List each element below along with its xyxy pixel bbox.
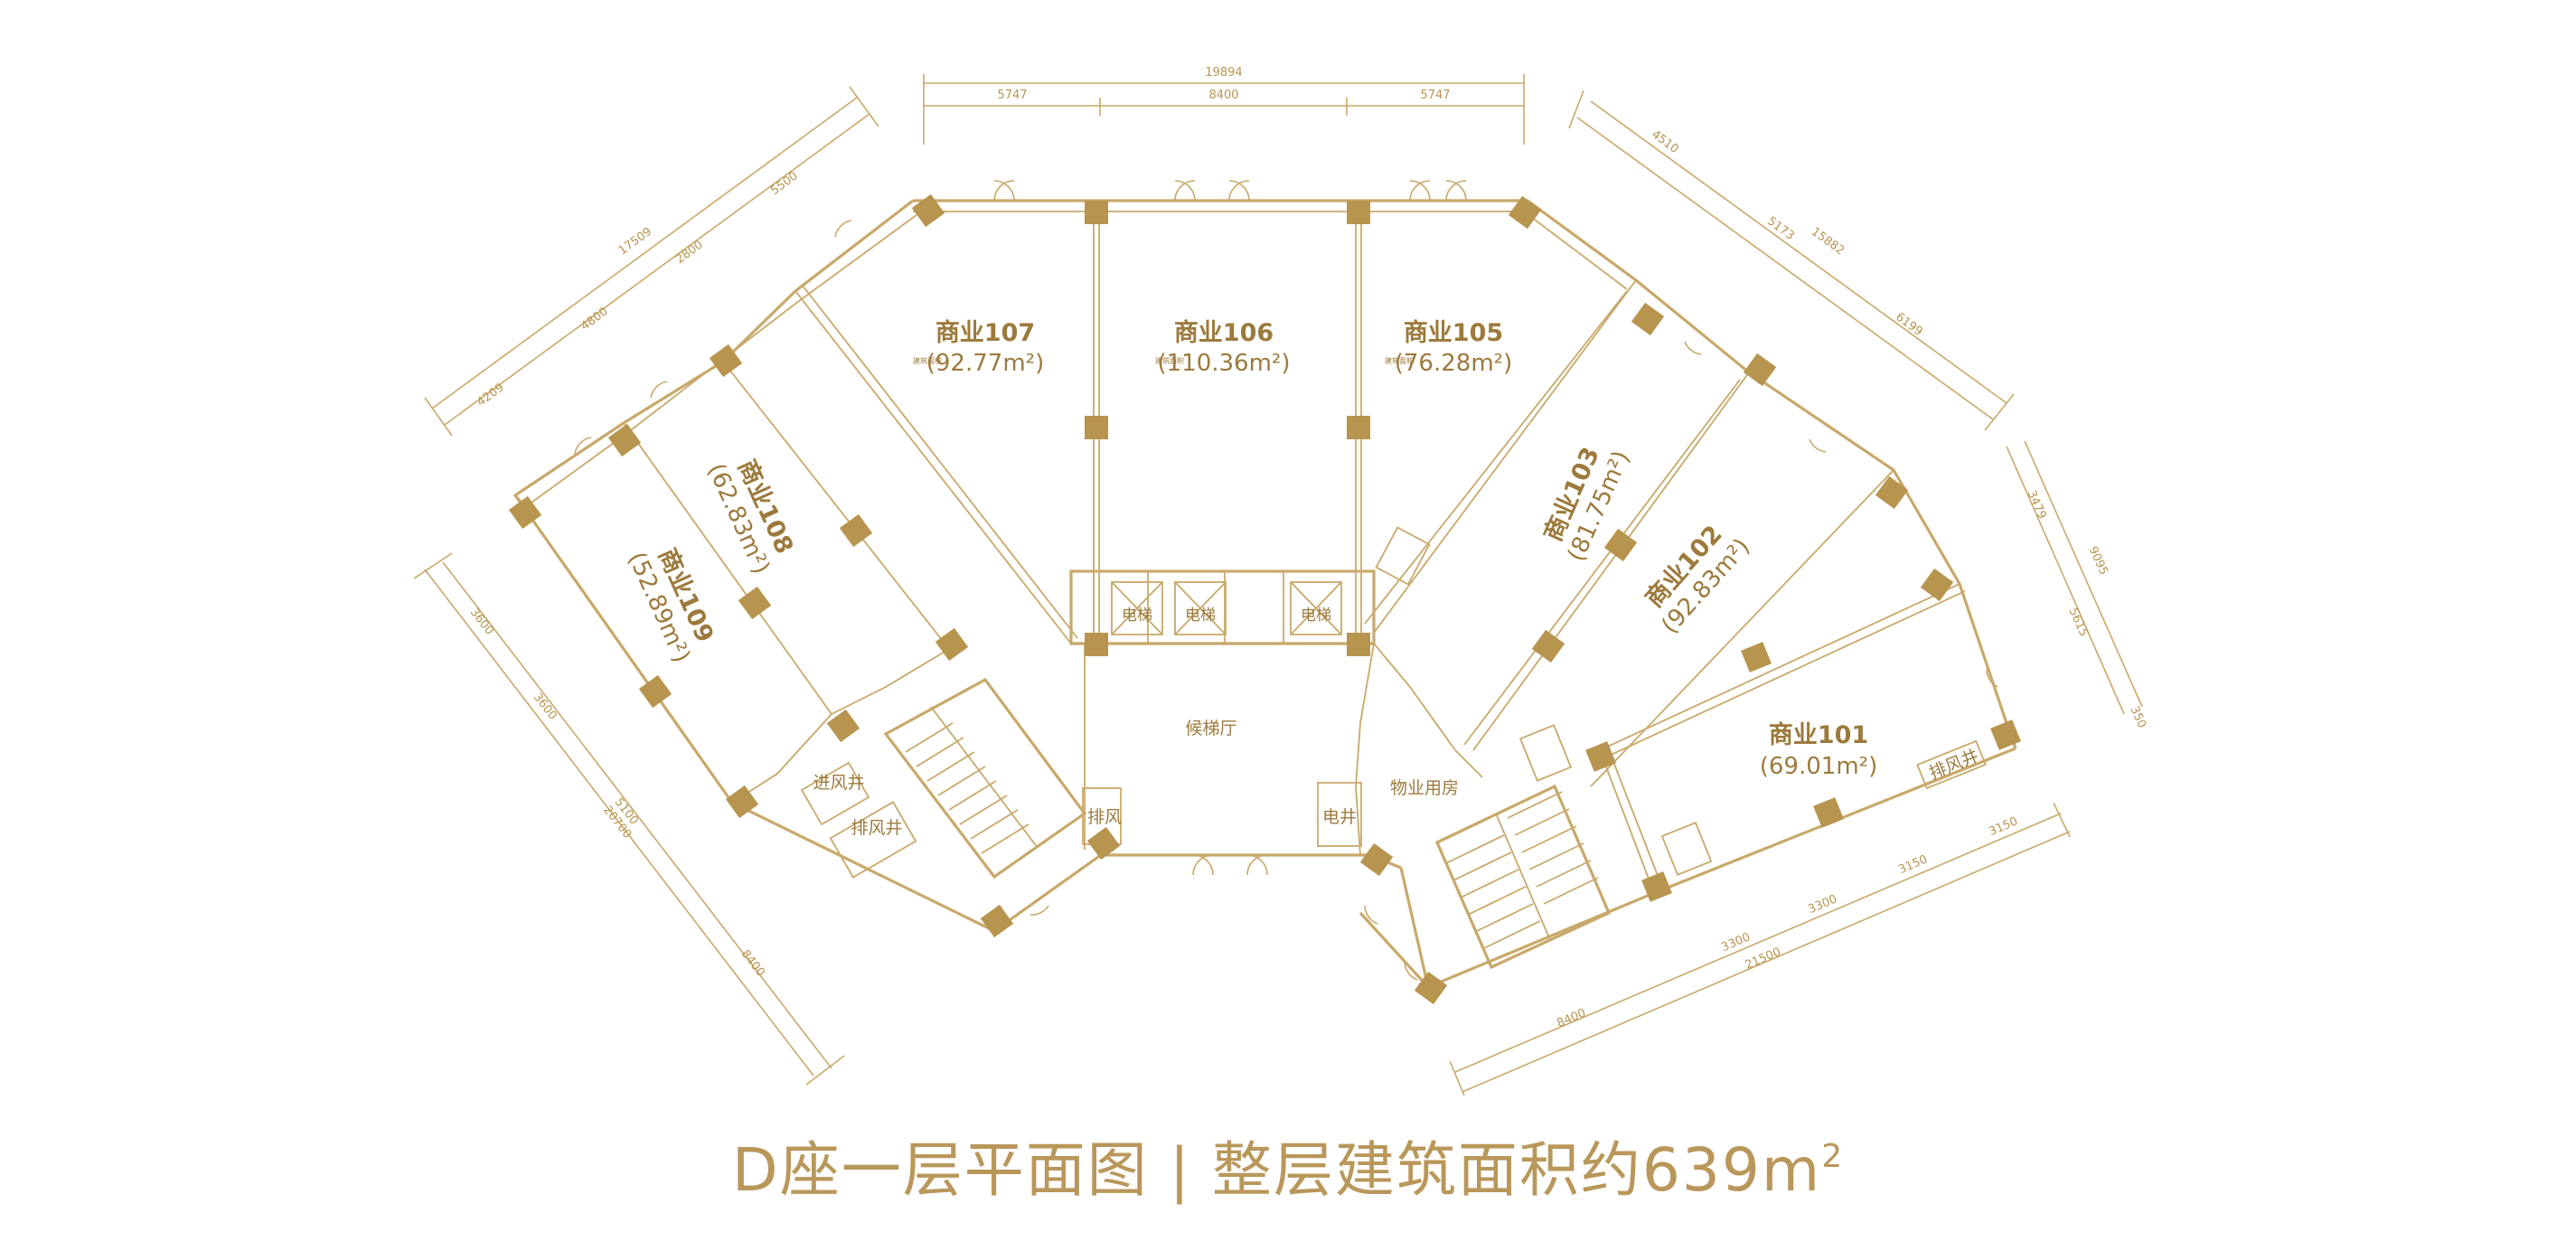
dim-ul-b: 4800 — [578, 305, 611, 334]
room-105-name: 商业105 — [1404, 319, 1503, 347]
room-106-name: 商业106 — [1174, 319, 1274, 347]
room-105-sub: 建筑面积 — [1385, 356, 1414, 365]
building-walls — [512, 199, 2017, 989]
caption-superscript: 2 — [1821, 1138, 1845, 1175]
dimension-top: 19894 5747 8400 5747 — [923, 66, 1525, 145]
dimension-upper-right: 15882 4510 5173 6199 — [1568, 89, 2015, 431]
dim-l-a: 3600 — [467, 606, 496, 637]
dim-r-a: 3479 — [2025, 488, 2049, 521]
elevator-label-2: 电梯 — [1185, 606, 1216, 625]
room-106-sub: 建筑面积 — [1155, 356, 1184, 365]
room-109: 商业109 (52.89m²) — [623, 544, 719, 667]
room-106-area: (110.36m²) — [1157, 350, 1290, 377]
room-107-sub: 建筑面积 — [913, 356, 942, 365]
room-101-area: (69.01m²) — [1760, 753, 1877, 780]
dim-r-total: 9095 — [2086, 544, 2111, 577]
dim-top-a: 5747 — [997, 89, 1027, 102]
dim-b-b: 3300 — [1719, 930, 1752, 954]
elevator-cabins — [1111, 581, 1342, 635]
dim-ul-c: 2800 — [673, 238, 706, 267]
dim-ul-d: 5500 — [768, 169, 801, 198]
room-102: 商业102 (92.83m²) — [1641, 521, 1755, 640]
dim-b-total: 21500 — [1744, 945, 1783, 973]
air-intake-label: 进风井 — [813, 773, 864, 793]
dim-b-e: 3150 — [1987, 814, 2019, 839]
room-105-area: (76.28m²) — [1395, 350, 1512, 377]
elevator-label-3: 电梯 — [1301, 606, 1331, 625]
caption-text: D座一层平面图 | 整层建筑面积约639m — [731, 1135, 1822, 1205]
dim-top-c: 5747 — [1420, 89, 1450, 102]
room-107: 商业107 建筑面积 (92.77m²) — [913, 319, 1044, 377]
property-room-label: 物业用房 — [1390, 778, 1459, 798]
elevator-label-1: 电梯 — [1122, 606, 1152, 625]
dim-ul-total: 17509 — [616, 225, 654, 258]
dim-top-total: 19894 — [1205, 66, 1242, 80]
plan-caption: D座一层平面图 | 整层建筑面积约639m2 — [0, 1141, 2576, 1200]
dim-ur-c: 6199 — [1893, 310, 1925, 339]
dim-b-d: 3150 — [1896, 852, 1929, 877]
dim-ul-a: 4209 — [475, 381, 507, 409]
room-108: 商业108 (62.83m²) — [702, 456, 799, 578]
dimension-bottom: 21500 8400 3300 3300 3150 3150 — [1449, 802, 2071, 1096]
room-101-name: 商业101 — [1769, 721, 1868, 749]
room-107-name: 商业107 — [935, 319, 1035, 347]
dim-r-b: 5615 — [2066, 606, 2091, 638]
dimension-left: 20700 3600 3600 5100 8400 — [413, 552, 845, 1086]
doors — [574, 180, 1998, 981]
dimension-right: 9095 3479 5615 350 — [2006, 440, 2148, 730]
exhaust-shaft-label: 排风井 — [851, 818, 902, 838]
exhaust-label: 排风 — [1087, 807, 1122, 827]
electric-shaft-label: 电井 — [1322, 807, 1357, 827]
dim-ur-a: 4510 — [1649, 127, 1681, 156]
dim-r-c: 350 — [2127, 704, 2148, 730]
dim-b-a: 8400 — [1555, 1006, 1587, 1030]
room-107-area: (92.77m²) — [926, 350, 1044, 377]
dim-l-b: 3600 — [531, 691, 559, 722]
room-105: 商业105 建筑面积 (76.28m²) — [1385, 319, 1512, 377]
lobby-label: 候梯厅 — [1185, 719, 1236, 738]
dimension-upper-left: 17509 4209 4800 2800 5500 — [424, 86, 879, 437]
columns — [508, 193, 2021, 1005]
dim-ur-total: 15882 — [1809, 225, 1847, 258]
room-106: 商业106 建筑面积 (110.36m²) — [1155, 319, 1291, 377]
dim-top-b: 8400 — [1208, 89, 1238, 102]
dim-b-c: 3300 — [1806, 892, 1838, 917]
room-101: 商业101 (69.01m²) — [1760, 721, 1877, 780]
dim-l-d: 8400 — [738, 947, 767, 979]
